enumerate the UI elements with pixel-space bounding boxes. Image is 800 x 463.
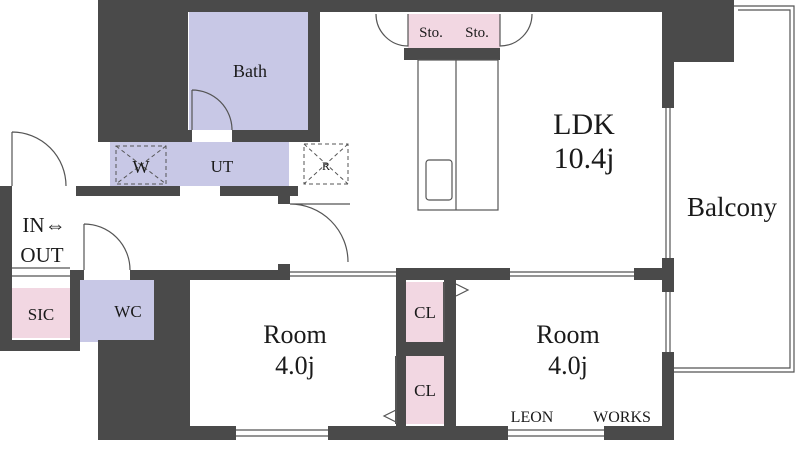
closet-upper-area	[406, 282, 444, 342]
washer-label: W	[133, 157, 150, 177]
closet-lower-label: CL	[414, 381, 436, 400]
kitchen-counter	[404, 48, 500, 211]
wc-label: WC	[114, 302, 141, 321]
closet-upper-label: CL	[414, 303, 436, 322]
fridge-label: R	[322, 159, 330, 173]
brand-right-label: WORKS	[593, 409, 651, 426]
bath-label: Bath	[233, 61, 267, 81]
entrance-label-line1: IN⇔	[22, 213, 65, 237]
room2-label: Room	[536, 320, 600, 349]
balcony-area	[674, 5, 795, 373]
storage-left-label: Sto.	[419, 25, 443, 41]
ldk-label: LDK	[553, 108, 615, 141]
entrance-label-line2: OUT	[20, 243, 63, 267]
room2-size-label: 4.0j	[548, 351, 588, 380]
bath-area	[189, 12, 308, 130]
ldk-size-label: 10.4j	[554, 142, 615, 175]
appliance-spaces	[115, 143, 349, 185]
sic-area	[12, 288, 70, 338]
doors	[11, 13, 533, 424]
brand-left-label: LEON	[511, 409, 554, 426]
room1-size-label: 4.0j	[275, 351, 315, 380]
storage-right-label: Sto.	[465, 25, 489, 41]
balcony-label: Balcony	[687, 192, 777, 222]
storage-sto-right	[455, 14, 500, 48]
walls	[0, 0, 734, 440]
storage-sto-left	[408, 14, 455, 48]
room1-label: Room	[263, 320, 327, 349]
ut-label: UT	[211, 157, 234, 176]
closet-lower-area	[406, 356, 444, 424]
windows	[236, 108, 674, 440]
sic-label: SIC	[28, 305, 54, 324]
